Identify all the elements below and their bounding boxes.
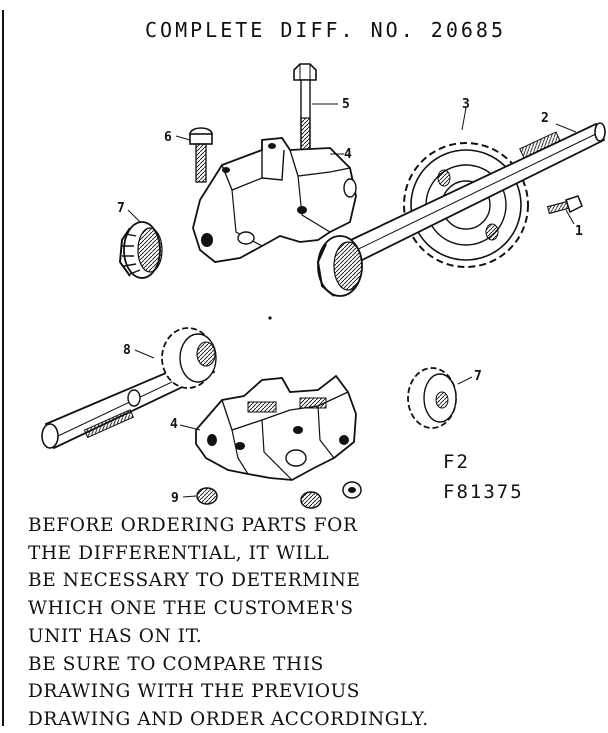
gear-part-7-bottom [407,367,457,429]
callout-label: 7 [117,201,125,216]
figure-number: F81375 [443,481,524,503]
instruction-line: BE NECESSARY TO DETERMINE [28,570,361,592]
bolt-part-5 [293,63,317,151]
callout-label: 7 [474,369,482,384]
callout-labels: 1 2 3 4 5 6 7 7 8 4 9 [117,97,583,506]
callout-label: 6 [164,130,172,145]
bolt-part-6 [189,127,213,183]
instruction-line: THE DIFFERENTIAL, IT WILL [28,542,330,564]
callout-label: 4 [170,417,178,432]
left-border-line [2,10,4,726]
bevel-gear-part-7-top [118,221,163,279]
callout-label: 1 [575,224,583,239]
axle-part-2 [336,122,606,270]
callout-label: 4 [344,147,352,162]
ordering-instructions: BEFORE ORDERING PARTS FOR THE DIFFERENTI… [28,512,448,733]
instruction-line: DRAWING AND ORDER ACCORDINGLY. [28,708,429,730]
instruction-line: BE SURE TO COMPARE THIS [28,653,324,675]
bevel-gear-on-axle [316,235,363,297]
callout-label: 8 [123,343,131,358]
figure-code: F2 [443,451,470,473]
callout-label: 3 [462,97,470,112]
housing-half-part-4-bottom [195,374,357,481]
diagram-title: COMPLETE DIFF. NO. 20685 [145,18,506,42]
callout-leaders [127,103,577,498]
callout-label: 5 [342,97,350,112]
instruction-line: WHICH ONE THE CUSTOMER'S [28,598,354,620]
nuts-part-9 [196,481,362,509]
instruction-line: DRAWING WITH THE PREVIOUS [28,681,361,703]
instruction-line: BEFORE ORDERING PARTS FOR [28,515,358,536]
callout-label: 9 [171,491,179,506]
housing-half-part-4-top [192,137,357,263]
instruction-line: UNIT HAS ON IT. [28,625,203,647]
callout-label: 2 [541,111,549,126]
bolt-part-1 [546,195,583,215]
gear-on-axle-part-8 [161,327,217,389]
